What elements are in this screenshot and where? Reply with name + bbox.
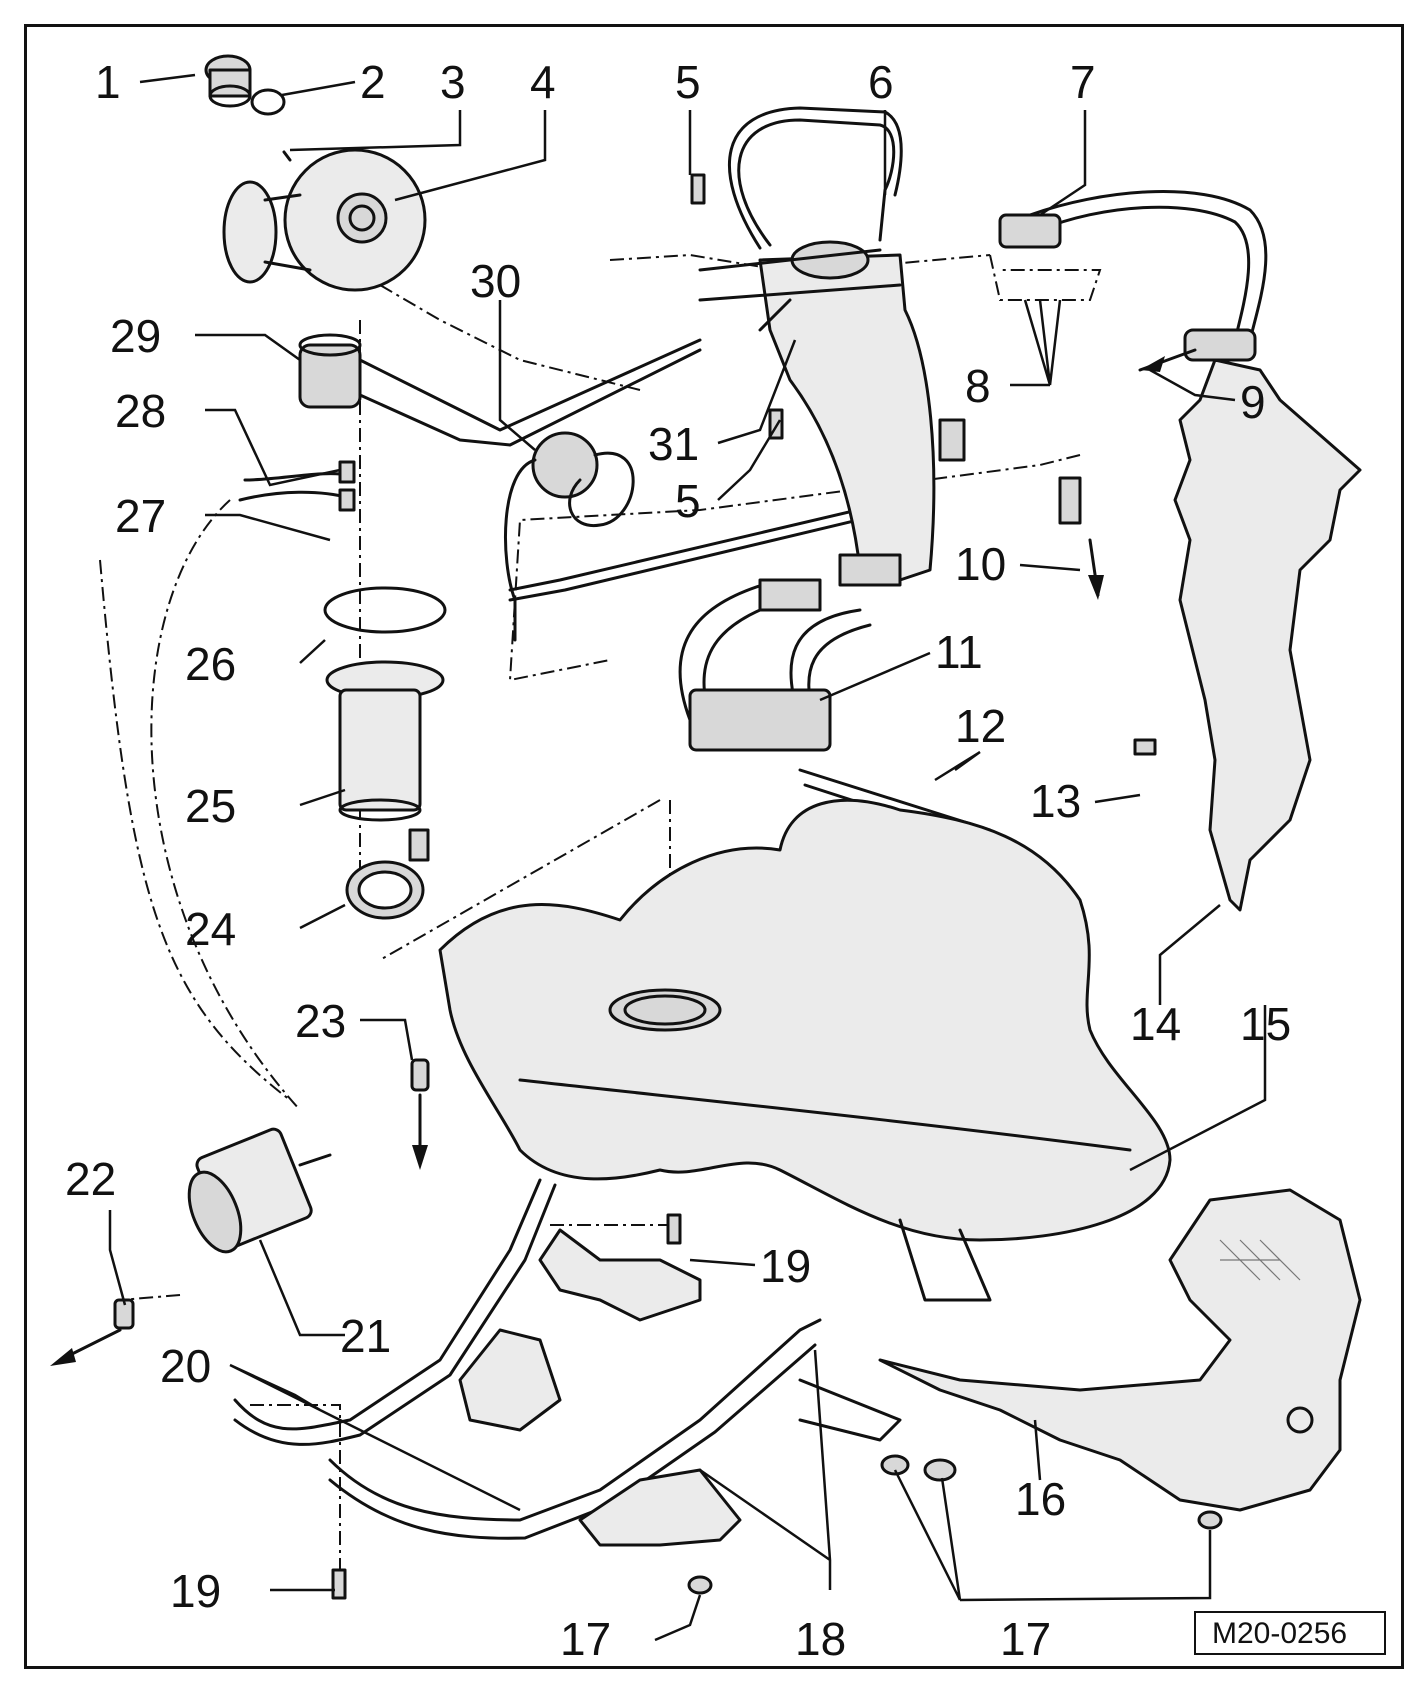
breather-valve <box>298 333 702 447</box>
callout-28: 28 <box>115 385 166 437</box>
fuel-pump-unit <box>325 660 445 862</box>
diagram-frame <box>24 24 1404 1669</box>
breather-hose <box>998 190 1268 362</box>
figure-code-box: M20-0256 <box>1194 1611 1386 1655</box>
seal-ring <box>250 88 286 116</box>
callout-16: 16 <box>1015 1473 1066 1525</box>
callout-21: 21 <box>340 1310 391 1362</box>
gravity-valve <box>504 431 902 642</box>
connector-23 <box>410 1058 430 1170</box>
callout-1: 1 <box>95 56 121 108</box>
callout-19b: 19 <box>170 1565 221 1617</box>
callout-6: 6 <box>868 56 894 108</box>
figure-code: M20-0256 <box>1212 1617 1347 1650</box>
callout-13: 13 <box>1030 775 1081 827</box>
callout-14: 14 <box>1130 998 1181 1050</box>
bolt-19 <box>666 1213 682 1245</box>
nut <box>687 1454 1223 1595</box>
filler-neck-housing <box>222 148 427 292</box>
vent-hose <box>737 118 896 247</box>
callout-9: 9 <box>1240 376 1266 428</box>
callout-23: 23 <box>295 995 346 1047</box>
tank-straps <box>233 1178 902 1547</box>
callout-20: 20 <box>160 1340 211 1392</box>
bolt <box>690 173 784 440</box>
callout-17a: 17 <box>560 1613 611 1665</box>
callout-15: 15 <box>1240 998 1291 1050</box>
callout-18: 18 <box>795 1613 846 1665</box>
callout-26: 26 <box>185 638 236 690</box>
callout-2: 2 <box>360 56 386 108</box>
callout-24: 24 <box>185 903 236 955</box>
callout-19a: 19 <box>760 1240 811 1292</box>
filler-pipe <box>698 240 966 582</box>
callout-11: 11 <box>935 626 983 678</box>
fuel-supply-line <box>238 488 356 512</box>
callout-30: 30 <box>470 255 521 307</box>
fuel-hoses <box>678 553 902 752</box>
connector-10 <box>1058 476 1104 600</box>
bolt-19 <box>331 1568 347 1600</box>
callout-10: 10 <box>955 538 1006 590</box>
underbody-shield <box>878 1188 1362 1512</box>
connector-22 <box>50 1298 135 1366</box>
callout-5b: 5 <box>675 475 701 527</box>
callout-22: 22 <box>65 1153 116 1205</box>
fuel-tank <box>438 798 1172 1302</box>
fuel-return-line <box>243 460 356 484</box>
callout-8: 8 <box>965 360 991 412</box>
callout-12: 12 <box>955 700 1006 752</box>
heat-shield <box>1133 358 1362 912</box>
flange-seal <box>323 586 447 634</box>
fuel-filter <box>187 1127 332 1254</box>
callout-7: 7 <box>1070 56 1096 108</box>
leader-lines <box>108 73 1267 1642</box>
filler-cap <box>204 54 252 108</box>
callout-3: 3 <box>440 56 466 108</box>
vent-line-31 <box>758 298 792 332</box>
callout-4: 4 <box>530 56 556 108</box>
callout-31: 31 <box>648 418 699 470</box>
callout-29: 29 <box>110 310 161 362</box>
callout-5: 5 <box>675 56 701 108</box>
callout-27: 27 <box>115 490 166 542</box>
callout-labels: 1 2 3 4 5 6 7 8 9 10 11 12 13 14 15 16 1… <box>65 56 1291 1665</box>
callout-25: 25 <box>185 780 236 832</box>
callout-17b: 17 <box>1000 1613 1051 1665</box>
